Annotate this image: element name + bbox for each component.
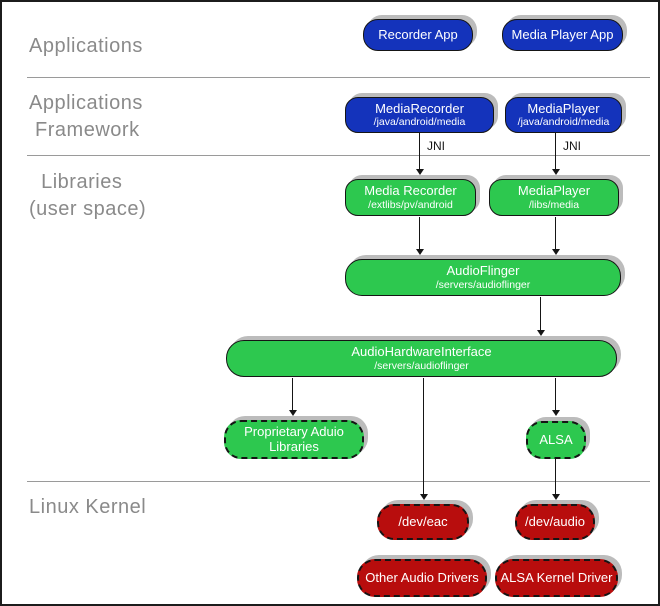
node-title: Recorder App xyxy=(378,26,458,42)
node-path: /libs/media xyxy=(528,198,580,211)
node-title: AudioHardwareInterface xyxy=(351,344,492,359)
node-mediarecorder-framework: MediaRecorder /java/android/media xyxy=(345,97,494,133)
arrow-mediarecorder-to-audioflinger xyxy=(415,217,424,255)
layer-label-line: Libraries xyxy=(29,171,123,193)
arrow-ahi-to-alsa xyxy=(551,378,560,416)
arrow-mediarecorder-jni xyxy=(415,133,424,175)
layer-label-line: Framework xyxy=(29,119,140,141)
layer-label-line: Applications xyxy=(29,92,143,114)
node-title: /dev/audio xyxy=(525,513,585,529)
layer-label-line: (user space) xyxy=(29,198,147,220)
node-dev-eac: /dev/eac xyxy=(377,504,469,540)
node-title: /dev/eac xyxy=(398,513,448,529)
separator-framework-libraries xyxy=(27,155,650,156)
layer-label-libraries: Libraries (user space) xyxy=(29,169,146,223)
node-mediaplayer-lib: MediaPlayer /libs/media xyxy=(489,179,619,216)
node-path: /extlibs/pv/android xyxy=(368,198,453,211)
node-mediaplayer-framework: MediaPlayer /java/android/media xyxy=(505,97,622,133)
layer-label-applications: Applications xyxy=(29,33,143,60)
node-title: MediaRecorder xyxy=(375,100,464,116)
node-title: Media Player App xyxy=(511,26,614,42)
node-recorder-app: Recorder App xyxy=(363,19,473,51)
node-audiohardwareinterface: AudioHardwareInterface /servers/audiofli… xyxy=(226,340,617,377)
node-title: AudioFlinger xyxy=(446,263,520,278)
node-media-recorder-lib: Media Recorder /extlibs/pv/android xyxy=(345,179,476,216)
separator-libraries-kernel xyxy=(27,481,650,482)
arrow-audioflinger-to-audiohardwareinterface xyxy=(536,297,545,336)
layer-label-applications-framework: Applications Framework xyxy=(29,90,143,144)
arrow-alsa-to-dev-audio xyxy=(551,459,560,500)
node-title: Media Recorder xyxy=(364,183,457,198)
layer-label-line: Linux Kernel xyxy=(29,496,147,518)
node-alsa: ALSA xyxy=(526,421,586,459)
node-media-player-app: Media Player App xyxy=(502,19,623,51)
node-title: MediaPlayer xyxy=(527,100,600,116)
node-title: ALSA xyxy=(539,431,573,447)
node-title: MediaPlayer xyxy=(517,183,591,198)
node-alsa-kernel-driver: ALSA Kernel Driver xyxy=(495,559,618,597)
node-title: Proprietary Aduio Libraries xyxy=(244,423,344,454)
separator-applications-framework xyxy=(27,77,650,78)
layer-label-linux-kernel: Linux Kernel xyxy=(29,494,146,521)
layer-label-line: Applications xyxy=(29,35,143,57)
node-path: /java/android/media xyxy=(373,116,466,129)
node-audioflinger: AudioFlinger /servers/audioflinger xyxy=(345,259,621,296)
arrow-mediaplayer-to-audioflinger xyxy=(551,217,560,255)
arrow-ahi-to-dev-eac xyxy=(419,378,428,500)
node-path: /servers/audioflinger xyxy=(435,278,531,291)
node-title: ALSA Kernel Driver xyxy=(500,569,613,585)
arrow-mediaplayer-jni xyxy=(551,133,560,175)
arrow-ahi-to-proprietary xyxy=(288,378,297,416)
node-path: /java/android/media xyxy=(517,116,610,129)
node-proprietary-audio-libraries: Proprietary Aduio Libraries xyxy=(224,420,364,459)
node-dev-audio: /dev/audio xyxy=(515,504,595,540)
node-path: /servers/audioflinger xyxy=(374,359,469,372)
jni-label-right: JNI xyxy=(563,139,581,153)
node-title: Other Audio Drivers xyxy=(365,569,479,585)
node-other-audio-drivers: Other Audio Drivers xyxy=(357,559,487,597)
jni-label-left: JNI xyxy=(427,139,445,153)
